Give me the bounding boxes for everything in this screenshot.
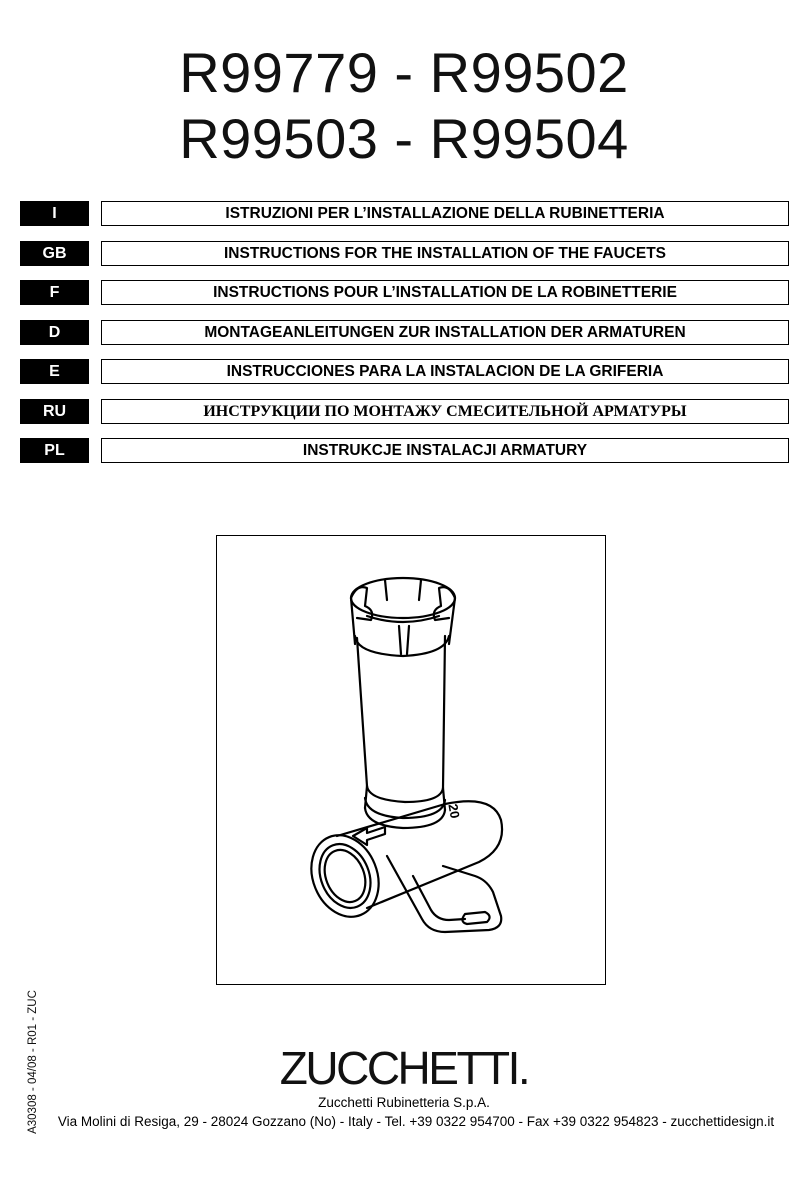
language-code-badge: I	[20, 201, 89, 226]
language-row-it: I ISTRUZIONI PER L’INSTALLAZIONE DELLA R…	[20, 201, 790, 226]
language-heading: ISTRUZIONI PER L’INSTALLAZIONE DELLA RUB…	[101, 201, 789, 226]
language-row-de: D MONTAGEANLEITUNGEN ZUR INSTALLATION DE…	[20, 319, 790, 345]
language-row-es: E INSTRUCCIONES PARA LA INSTALACION DE L…	[20, 359, 790, 384]
language-code-badge: PL	[20, 438, 89, 463]
title-line-1: R99779 - R99502	[179, 41, 629, 104]
product-illustration-frame: 20	[216, 535, 606, 985]
language-code-badge: RU	[20, 398, 89, 424]
language-heading: INSTRUCCIONES PARA LA INSTALACION DE LA …	[101, 359, 789, 384]
language-heading: INSTRUKCJE INSTALACJI ARMATURY	[101, 438, 789, 463]
language-code-badge: GB	[20, 240, 89, 266]
language-code-badge: E	[20, 359, 89, 384]
title-line-2: R99503 - R99504	[179, 107, 629, 170]
company-address: Via Molini di Resiga, 29 - 28024 Gozzano…	[57, 1114, 775, 1129]
language-code-badge: D	[20, 319, 89, 345]
language-row-pl: PL INSTRUKCJE INSTALACJI ARMATURY	[20, 438, 790, 463]
language-row-ru: RU ИНСТРУКЦИИ ПО МОНТАЖУ СМЕСИТЕЛЬНОЙ АР…	[20, 398, 790, 424]
company-name: Zucchetti Rubinetteria S.p.A.	[318, 1095, 490, 1110]
language-heading: INSTRUCTIONS FOR THE INSTALLATION OF THE…	[101, 240, 789, 266]
language-row-fr: F INSTRUCTIONS POUR L’INSTALLATION DE LA…	[20, 280, 790, 305]
language-heading: MONTAGEANLEITUNGEN ZUR INSTALLATION DER …	[101, 319, 789, 345]
valve-body-illustration: 20	[310, 576, 504, 934]
document-title: R99779 - R99502 R99503 - R99504	[0, 40, 808, 172]
svg-text:20: 20	[445, 803, 462, 820]
language-row-gb: GB INSTRUCTIONS FOR THE INSTALLATION OF …	[20, 240, 790, 266]
language-list: I ISTRUZIONI PER L’INSTALLAZIONE DELLA R…	[20, 201, 790, 478]
language-heading: ИНСТРУКЦИИ ПО МОНТАЖУ СМЕСИТЕЛЬНОЙ АРМАТ…	[101, 398, 789, 424]
language-code-badge: F	[20, 280, 89, 305]
language-heading: INSTRUCTIONS POUR L’INSTALLATION DE LA R…	[101, 280, 789, 305]
brand-logo: ZUCCHETTI.	[279, 1042, 531, 1094]
